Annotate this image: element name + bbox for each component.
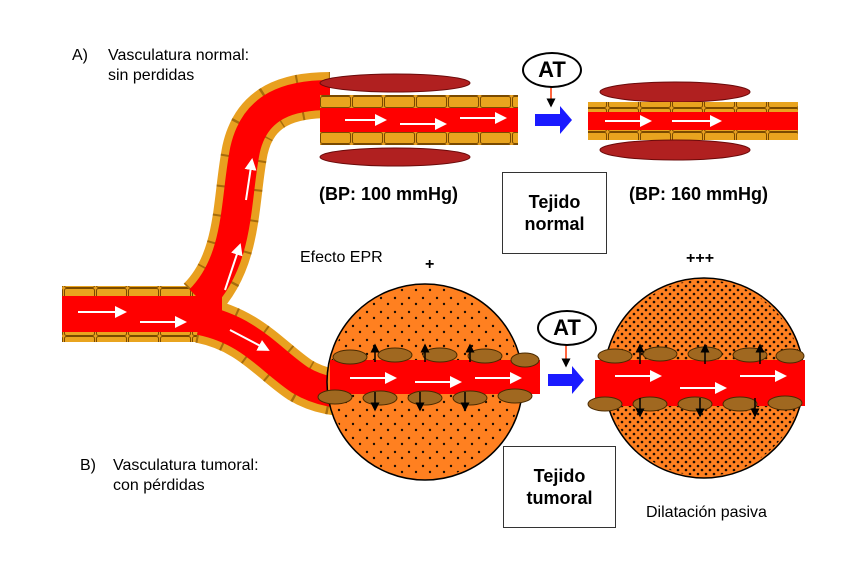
normal-tissue-line2: normal xyxy=(524,214,585,234)
bp-after-label: (BP: 160 mmHg) xyxy=(629,184,769,204)
epr-effect-label: Efecto EPR xyxy=(300,249,383,266)
panel-a-subtitle: sin perdidas xyxy=(108,67,195,84)
normal-vessel-before xyxy=(319,73,518,167)
epr-high-indicator: +++ xyxy=(686,250,715,267)
bp-before-label: (BP: 100 mmHg) xyxy=(319,184,459,204)
tumor-tissue-line2: tumoral xyxy=(526,488,593,508)
normal-tissue-box: Tejido normal xyxy=(502,172,607,254)
panel-a-title: Vasculatura normal: xyxy=(108,47,250,64)
branching-vessel xyxy=(62,72,361,417)
at-top-arrow xyxy=(535,86,572,134)
tumor-after xyxy=(587,277,805,479)
normal-tissue-line1: Tejido xyxy=(528,192,581,212)
panel-b-subtitle: con pérdidas xyxy=(113,477,205,494)
tumor-before xyxy=(317,283,540,481)
panel-b-title: Vasculatura tumoral: xyxy=(113,457,259,474)
at-bottom-arrow xyxy=(548,344,584,394)
tumor-tissue-box: Tejido tumoral xyxy=(503,446,616,528)
passive-dilation-label: Dilatación pasiva xyxy=(646,504,767,521)
tumor-tissue-line1: Tejido xyxy=(533,466,586,486)
at-badge-top: AT xyxy=(522,52,582,88)
at-badge-bottom: AT xyxy=(537,310,597,346)
panel-b-letter: B) xyxy=(80,457,96,474)
normal-vessel-after xyxy=(588,81,798,161)
panel-a-letter: A) xyxy=(72,47,88,64)
epr-low-indicator: + xyxy=(425,256,435,273)
